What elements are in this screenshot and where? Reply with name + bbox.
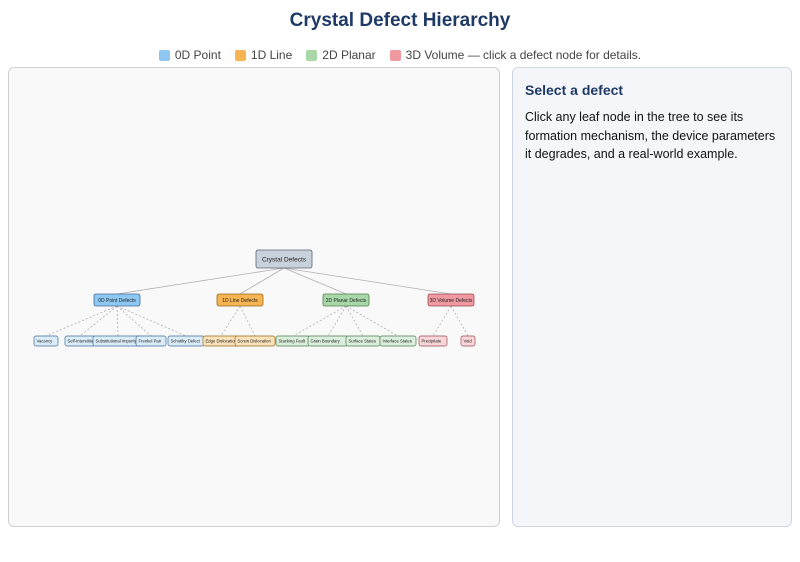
leaf-node-schottky-defect[interactable]: Schottky Defect [167, 335, 205, 347]
legend-item-0d: 0D Point [158, 48, 221, 62]
legend-swatch-1d [234, 49, 246, 61]
leaf-node-label: Vacancy [37, 339, 54, 344]
legend-item-2d: 2D Planar [306, 48, 376, 62]
page-title: Crystal Defect Hierarchy [289, 10, 511, 31]
tree-root-node-label: Crystal Defects [262, 256, 307, 263]
detail-heading: Select a defect [525, 82, 624, 98]
category-node-2d-planar-defects-label: 2D Planar Defects [326, 298, 367, 304]
legend-label-2d: 2D Planar [322, 48, 376, 62]
leaf-node-box [418, 335, 448, 347]
detail-panel: Select a defect Click any leaf node in t… [512, 67, 792, 527]
tree-edge [239, 305, 256, 337]
leaf-node-label: Surface States [349, 339, 376, 344]
category-node-2d-planar-defects[interactable]: 2D Planar Defects [322, 293, 370, 307]
legend-swatch-0d [158, 49, 170, 61]
tree-edge [283, 267, 347, 295]
tree-edge [345, 305, 364, 337]
tree-edge [327, 305, 347, 337]
tree-edge [292, 305, 347, 337]
category-node-0d-point-defects[interactable]: 0D Point Defects [93, 293, 141, 307]
leaf-node-frenkel-pair[interactable]: Frenkel Pair [135, 335, 167, 347]
tree-edge [283, 267, 452, 295]
tree-edge [345, 305, 399, 337]
tree-edge [116, 305, 119, 337]
leaf-node-box [379, 335, 417, 347]
leaf-node-self-interstitial[interactable]: Self-Interstitial [64, 335, 96, 347]
category-node-1d-line-defects[interactable]: 1D Line Defects [216, 293, 264, 307]
tree-edge [239, 267, 285, 295]
tree-edge [45, 305, 118, 337]
tree-root-node-box [255, 249, 313, 269]
category-node-2d-planar-defects-box [322, 293, 370, 307]
tree-edge [116, 305, 187, 337]
leaf-node-label: Stacking Fault [279, 339, 306, 344]
leaf-node-label: Grain Boundary [311, 339, 341, 344]
leaf-node-box [460, 335, 476, 347]
leaf-node-label: Self-Interstitial [68, 339, 95, 344]
legend: 0D Point 1D Line 2D Planar 3D Volume — c… [0, 48, 800, 62]
leaf-node-label: Interface States [383, 339, 412, 344]
tree-edge [116, 305, 152, 337]
legend-label-1d: 1D Line [250, 48, 293, 62]
category-node-0d-point-defects-box [93, 293, 141, 307]
legend-item-3d: 3D Volume — click a defect node for deta… [389, 48, 642, 62]
category-node-3d-volume-defects[interactable]: 3D Volume Defects [427, 293, 475, 307]
category-node-1d-line-defects-label: 1D Line Defects [222, 298, 258, 304]
leaf-node-label: Screw Dislocation [238, 339, 272, 344]
category-node-1d-line-defects-box [216, 293, 264, 307]
detail-body: Click any leaf node in the tree to see i… [525, 110, 776, 161]
tree-nodes: Crystal Defects 0D Point Defects 1D Line D… [33, 249, 476, 347]
leaf-node-label: Schottky Defect [171, 339, 201, 344]
tree-root-node: Crystal Defects [255, 249, 313, 269]
leaf-node-box [234, 335, 276, 347]
category-node-0d-point-defects-label: 0D Point Defects [98, 298, 136, 304]
tree-edge [450, 305, 469, 337]
leaf-node-box [33, 335, 59, 347]
leaf-node-stacking-fault[interactable]: Stacking Fault [275, 335, 311, 347]
tree-edge [432, 305, 452, 337]
leaf-node-precipitate[interactable]: Precipitate [418, 335, 448, 347]
legend-label-3d: 3D Volume — click a defect node for deta… [405, 48, 642, 62]
leaf-node-label: Frenkel Pair [139, 339, 162, 344]
leaf-node-vacancy[interactable]: Vacancy [33, 335, 59, 347]
leaf-node-grain-boundary[interactable]: Grain Boundary [307, 335, 349, 347]
leaf-node-screw-dislocation[interactable]: Screw Dislocation [234, 335, 276, 347]
tree-edge [79, 305, 118, 337]
leaf-node-edge-dislocation[interactable]: Edge Dislocation [202, 335, 240, 347]
leaf-node-label: Substitutional Impurity [96, 339, 138, 344]
leaf-node-surface-states[interactable]: Surface States [345, 335, 381, 347]
leaf-node-label: Precipitate [422, 339, 442, 344]
category-node-3d-volume-defects-box [427, 293, 475, 307]
leaf-node-box [135, 335, 167, 347]
tree-edge [220, 305, 241, 337]
leaf-node-void[interactable]: Void [460, 335, 476, 347]
leaf-node-substitutional-impurity[interactable]: Substitutional Impurity [92, 335, 144, 347]
tree-panel: Crystal Defects 0D Point Defects 1D Line D… [8, 67, 500, 527]
legend-item-1d: 1D Line [234, 48, 293, 62]
legend-label-0d: 0D Point [174, 48, 221, 62]
category-node-3d-volume-defects-label: 3D Volume Defects [430, 298, 473, 304]
legend-swatch-3d [389, 49, 401, 61]
leaf-node-interface-states[interactable]: Interface States [379, 335, 417, 347]
tree-edge [116, 267, 285, 295]
leaf-node-label: Void [464, 339, 473, 344]
leaf-node-label: Edge Dislocation [206, 339, 238, 344]
defect-tree: Crystal Defects 0D Point Defects 1D Line D… [33, 249, 476, 347]
legend-swatch-2d [306, 49, 318, 61]
tree-edges [45, 267, 469, 337]
